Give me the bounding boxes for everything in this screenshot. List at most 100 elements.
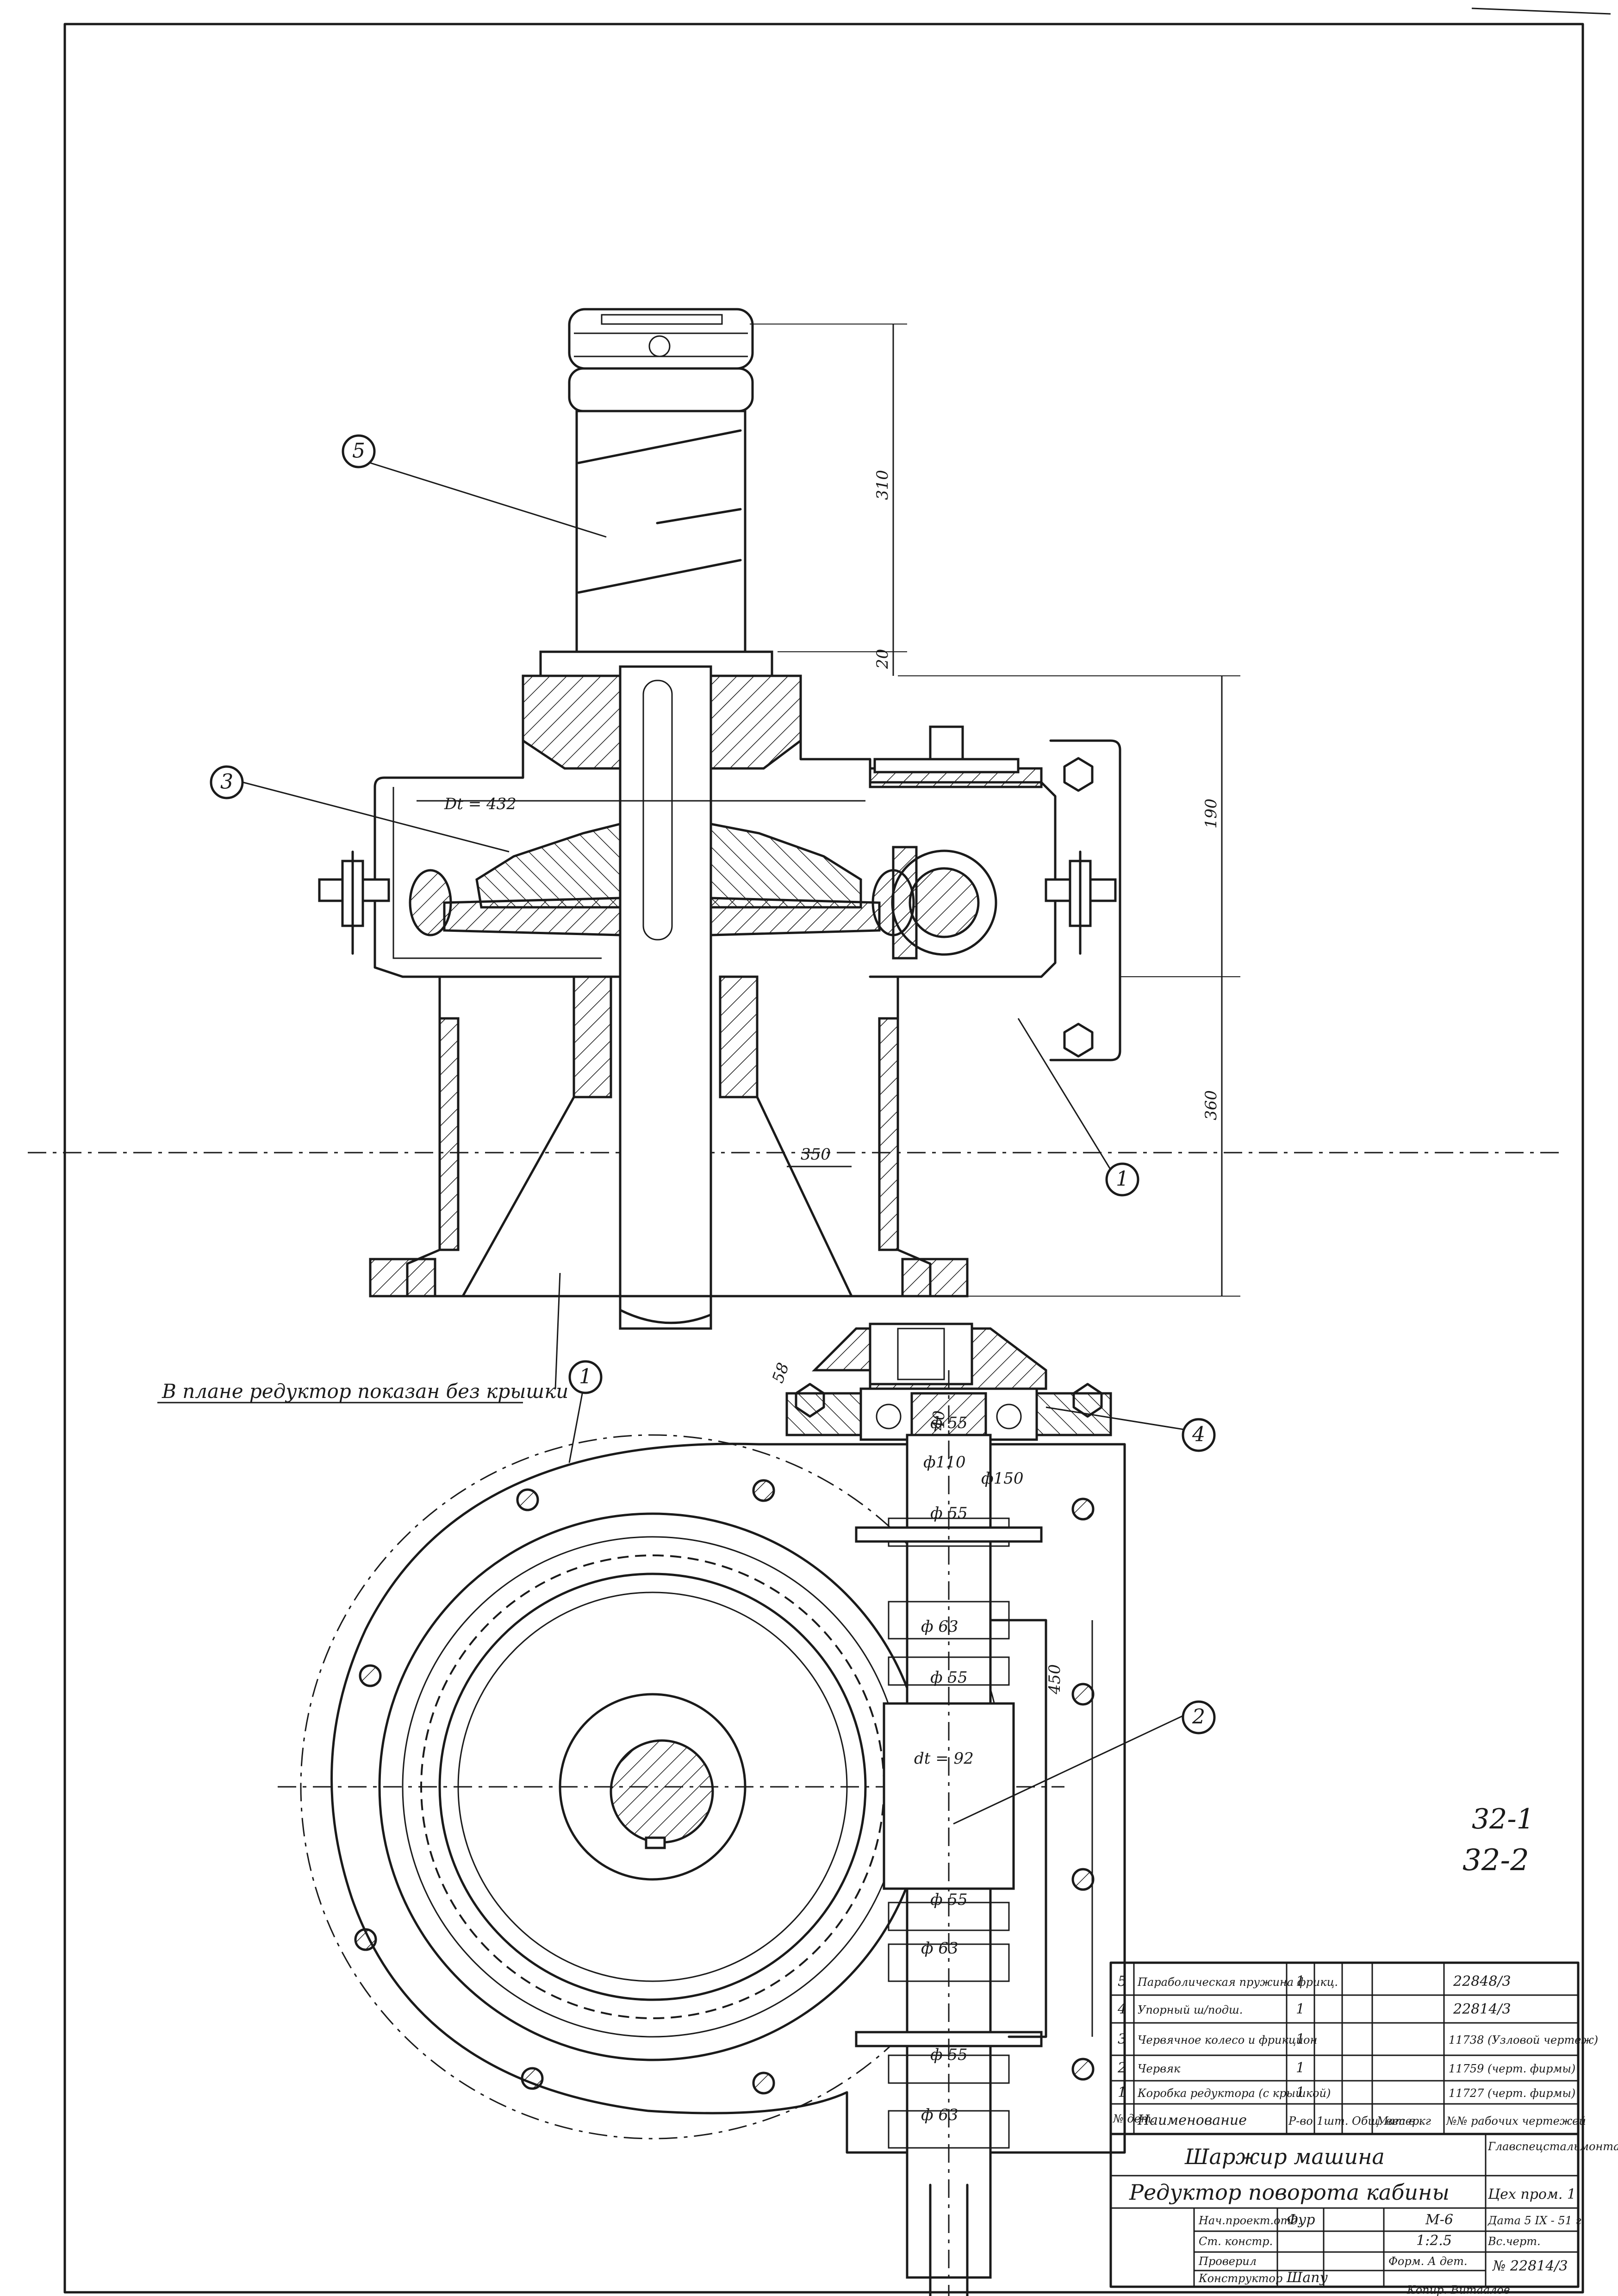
- dim-58: 58: [769, 1360, 793, 1385]
- dim-phi63-c: ф 63: [921, 2106, 958, 2124]
- drawing-number: № 22814/3: [1492, 2258, 1568, 2274]
- dim-phi150: ф150: [981, 1469, 1024, 1488]
- svg-text:11738 (Узловой чертеж): 11738 (Узловой чертеж): [1449, 2034, 1598, 2046]
- part-row-5: 5 Параболическая пружина фрикц. 1 22848/…: [1118, 1973, 1511, 1990]
- copied-by: Копир. Витаалов: [1406, 2284, 1510, 2296]
- edge-mark: [1471, 7, 1611, 15]
- sheet-border: [63, 23, 1584, 2294]
- svg-text:Матер.: Матер.: [1376, 2115, 1423, 2128]
- sign-1: Фур: [1287, 2212, 1315, 2228]
- sign-role-4: Конструктор: [1198, 2272, 1282, 2285]
- dim-350: 350: [801, 1145, 831, 1164]
- svg-text:3: 3: [1118, 2031, 1126, 2047]
- dim-phi63-a: ф 63: [921, 1617, 958, 1636]
- part-row-2: 2 Червяк 1 11759 (черт. фирмы): [1117, 2060, 1575, 2076]
- svg-text:1шт. Общ. вес в кг: 1шт. Общ. вес в кг: [1317, 2115, 1431, 2128]
- date: Дата 5 IX - 51 г.: [1487, 2214, 1585, 2227]
- housing-hub: [522, 674, 622, 770]
- hex-nut-icon: [1072, 1383, 1103, 1418]
- organization: Главспецстальмонтаж трест Спецкранмонтаж…: [1487, 2140, 1618, 2153]
- margin-mark-1: 32-1: [1472, 1803, 1534, 1835]
- svg-text:2: 2: [1192, 1705, 1205, 1729]
- dim-phi55-a: ф 55: [930, 1414, 968, 1432]
- worm-shaft: [855, 1370, 1043, 2296]
- assembly-name: Редуктор поворота кабины: [1129, 2180, 1450, 2205]
- svg-text:11727 (черт. фирмы): 11727 (черт. фирмы): [1449, 2087, 1575, 2100]
- dim-20: 20: [873, 649, 892, 669]
- dim-phi55-d: ф 55: [930, 1890, 968, 1909]
- svg-text:Червячное колесо и фрикцион: Червячное колесо и фрикцион: [1138, 2034, 1317, 2046]
- svg-text:Упорный ш/подш.: Упорный ш/подш.: [1138, 2003, 1243, 2016]
- hub-section: [610, 1739, 714, 1844]
- dimensions: 310 20 190 360 Dt = 432 350 58 40 ф 55 ф…: [444, 470, 1220, 2124]
- dim-phi55-e: ф 55: [930, 2046, 968, 2064]
- svg-text:№ дет.: № дет.: [1113, 2112, 1155, 2125]
- svg-text:5: 5: [1118, 1973, 1126, 1990]
- svg-text:Параболическая пружина фрикц.: Параболическая пружина фрикц.: [1137, 1976, 1338, 1989]
- svg-text:1: 1: [1296, 1973, 1305, 1990]
- sign-role-1: Нач.проект.отд.: [1198, 2214, 1301, 2227]
- svg-text:1: 1: [579, 1365, 592, 1389]
- svg-text:1: 1: [1296, 2084, 1305, 2101]
- svg-text:4: 4: [1117, 2001, 1126, 2017]
- balloon-5: 5: [342, 434, 376, 468]
- pin-hole-icon: [648, 335, 671, 357]
- svg-text:5: 5: [352, 439, 365, 463]
- dim-190: 190: [1202, 799, 1220, 829]
- worm-wheel: [475, 822, 622, 909]
- balloon-1-lower: 1: [568, 1360, 603, 1394]
- svg-text:Р-во: Р-во: [1288, 2115, 1313, 2128]
- dim-360: 360: [1202, 1090, 1220, 1120]
- dim-450: 450: [1045, 1664, 1064, 1695]
- hex-nut-icon: [1063, 1023, 1094, 1058]
- machine-name: Шаржир машина: [1184, 2144, 1385, 2169]
- balloon-2: 2: [1182, 1700, 1216, 1734]
- svg-text:3: 3: [220, 770, 233, 794]
- svg-text:1: 1: [1116, 1167, 1129, 1191]
- header-row: № дет. Наименование Р-во 1шт. Общ. вес в…: [1113, 2112, 1586, 2128]
- title-block: 5 Параболическая пружина фрикц. 1 22848/…: [1109, 1961, 1618, 2288]
- svg-text:1: 1: [1118, 2084, 1126, 2101]
- dim-dt-432: Dt = 432: [444, 795, 517, 813]
- dim-phi63-b: ф 63: [921, 1939, 958, 1958]
- spring-cap: [568, 308, 754, 370]
- part-row-3: 3 Червячное колесо и фрикцион 1 11738 (У…: [1118, 2031, 1598, 2047]
- format: Форм. А дет.: [1388, 2255, 1468, 2268]
- svg-text:1: 1: [1296, 2001, 1305, 2017]
- hex-nut-icon: [1063, 757, 1094, 792]
- svg-text:№№ рабочих чертежей: №№ рабочих чертежей: [1446, 2115, 1586, 2128]
- sign-role-3: Проверил: [1198, 2255, 1257, 2268]
- part-row-4: 4 Упорный ш/подш. 1 22814/3: [1117, 2001, 1511, 2017]
- balloon-3: 3: [210, 765, 244, 799]
- svg-text:Наименование: Наименование: [1137, 2112, 1247, 2128]
- dim-40: 40: [930, 1410, 948, 1431]
- plan-note: В плане редуктор показан без крышки: [162, 1380, 568, 1403]
- balloon-4: 4: [1182, 1418, 1216, 1452]
- svg-text:22848/3: 22848/3: [1453, 1973, 1511, 1990]
- sign-role-2: Ст. констр.: [1199, 2235, 1273, 2248]
- leader-lines: [243, 462, 1190, 1825]
- weight-label: Вс.черт.: [1487, 2235, 1541, 2248]
- part-row-1: 1 Коробка редуктора (с крышкой) 1 11727 …: [1118, 2084, 1575, 2101]
- dim-phi110: ф110: [923, 1453, 966, 1472]
- svg-text:4: 4: [1192, 1423, 1205, 1447]
- sheet-label: Цех пром. 1: [1487, 2186, 1576, 2202]
- dim-phi55-b: ф 55: [930, 1504, 968, 1522]
- svg-text:11759 (черт. фирмы): 11759 (черт. фирмы): [1449, 2062, 1575, 2075]
- margin-mark-2: 32-2: [1462, 1843, 1529, 1878]
- svg-text:1: 1: [1296, 2060, 1305, 2076]
- elevation-view: [318, 308, 1240, 1330]
- worm-housing: [1049, 739, 1121, 1061]
- svg-text:22814/3: 22814/3: [1453, 2001, 1511, 2017]
- flange-bolt-left: [318, 850, 390, 955]
- balloon-1-upper: 1: [1105, 1162, 1139, 1197]
- hex-nut-icon: [795, 1383, 825, 1418]
- scale: 1:2.5: [1416, 2233, 1452, 2249]
- spring-body: [575, 410, 747, 653]
- svg-text:Коробка редуктора (с крышкой): Коробка редуктора (с крышкой): [1137, 2087, 1331, 2100]
- svg-text:Червяк: Червяк: [1138, 2062, 1181, 2075]
- bolt-holes: [354, 1479, 1095, 2095]
- svg-text:1: 1: [1296, 2031, 1305, 2047]
- housing-plan-outline: [330, 1442, 1126, 2154]
